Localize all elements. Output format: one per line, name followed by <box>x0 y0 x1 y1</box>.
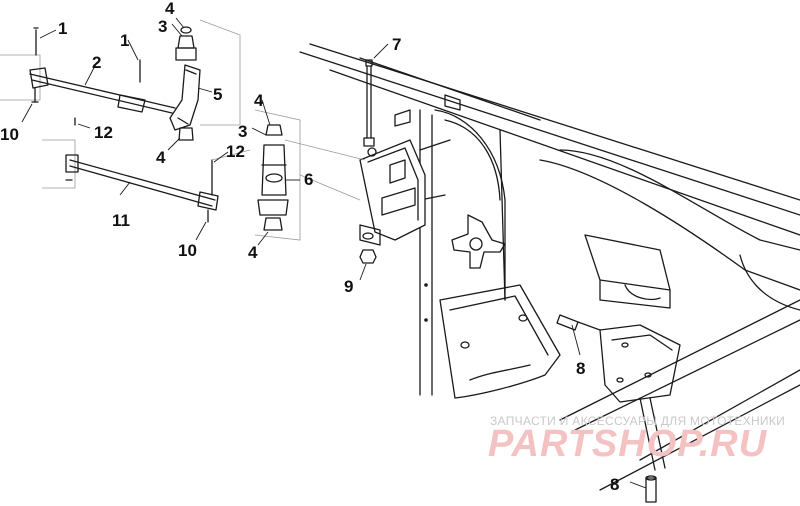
tie-rod-11 <box>42 117 251 223</box>
bushing-stack-top <box>175 19 241 126</box>
callout-labels: 1 1 2 3 3 4 4 4 4 5 6 7 8 8 9 10 10 11 1… <box>0 0 619 494</box>
callout-9: 9 <box>344 277 353 296</box>
callout-11: 11 <box>112 211 130 230</box>
callout-7: 7 <box>392 35 401 54</box>
callout-6: 6 <box>304 170 313 189</box>
tie-rod-2 <box>0 27 176 114</box>
watermark: ЗАПЧАСТИ И АКСЕССУАРЫ ДЛЯ МОТОТЕХНИКИ PA… <box>488 414 785 465</box>
callout-12a: 12 <box>94 123 113 142</box>
watermark-caption: ЗАПЧАСТИ И АКСЕССУАРЫ ДЛЯ МОТОТЕХНИКИ <box>490 414 785 428</box>
nut-9 <box>359 249 377 264</box>
callout-4c: 4 <box>156 148 166 167</box>
callout-1a: 1 <box>58 19 67 38</box>
arm-5 <box>169 64 201 131</box>
callout-10b: 10 <box>178 241 197 260</box>
bolt-7 <box>363 59 375 147</box>
callout-8a: 8 <box>576 359 585 378</box>
bushing-4-mid <box>178 127 194 141</box>
callout-4a: 4 <box>165 0 175 18</box>
callout-10a: 10 <box>0 125 19 144</box>
leader-lines <box>21 17 647 489</box>
callout-4b: 4 <box>254 91 264 110</box>
watermark-brand: PARTSHOP.RU <box>488 423 768 465</box>
vehicle-frame <box>299 43 800 491</box>
callout-1b: 1 <box>120 31 129 50</box>
callout-12b: 12 <box>226 142 245 161</box>
callout-5: 5 <box>213 85 222 104</box>
callout-4d: 4 <box>248 243 258 262</box>
callout-2: 2 <box>92 53 101 72</box>
callout-3a: 3 <box>158 17 167 36</box>
steering-mount-bracket <box>359 139 426 246</box>
bolt-8-lower <box>645 475 657 503</box>
bolt-8-upper <box>556 314 601 331</box>
callout-8b: 8 <box>610 475 619 494</box>
callout-3b: 3 <box>238 122 247 141</box>
